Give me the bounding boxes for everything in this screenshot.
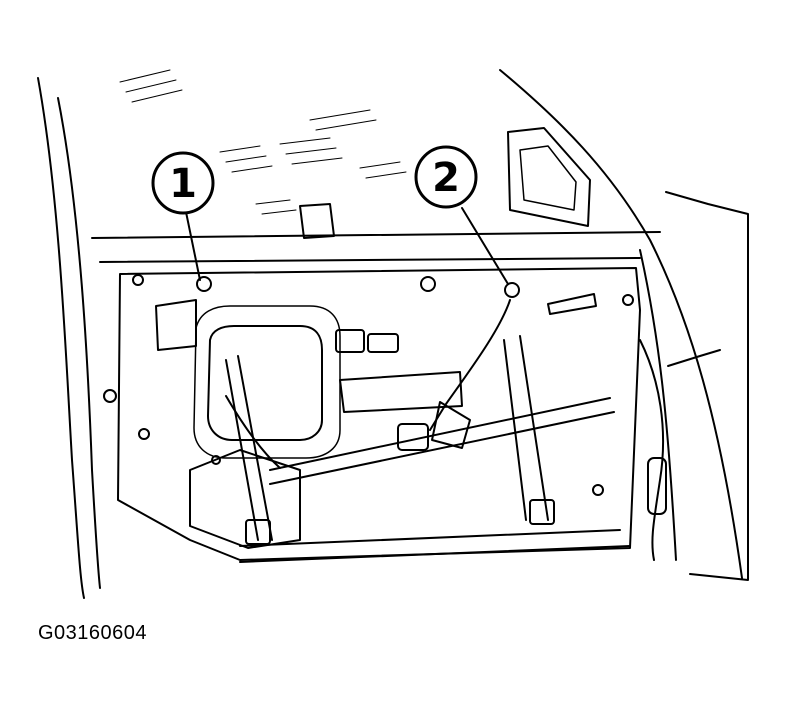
clip-base-right [529,499,555,525]
mirror-sail [507,127,591,227]
regulator-motor [397,423,429,451]
glass-hatching [119,69,407,215]
clip-base-left [245,519,271,545]
door-frame-rear [499,69,743,579]
regulator-cable [269,397,611,471]
lower-track [239,529,621,547]
callout-1-leader [185,211,201,281]
belt-line [91,231,661,239]
access-opening [207,325,323,441]
fastener-2 [504,282,520,298]
regulator-rail-front [225,359,259,541]
door-frame-left [37,77,85,599]
fastener-3 [420,276,436,292]
callout-2-circle [414,145,478,209]
callout-2-leader [461,207,509,285]
callout-2-number: 2 [432,155,460,201]
fastener-1 [196,276,212,292]
regulator-rail-rear [503,339,527,521]
belt-line-lower [99,257,641,263]
callout-1-circle [151,151,215,215]
figure-code: G03160604 [38,622,148,644]
mounting-holes [103,274,634,496]
door-frame-left-inner [57,97,101,589]
handle-mount-1 [335,329,365,353]
wiring-harness [639,339,665,561]
callout-1-number: 1 [169,161,197,207]
door-frame-rear-inner [639,249,677,561]
handle-mount-2 [367,333,399,353]
linkage-rod [429,299,511,431]
